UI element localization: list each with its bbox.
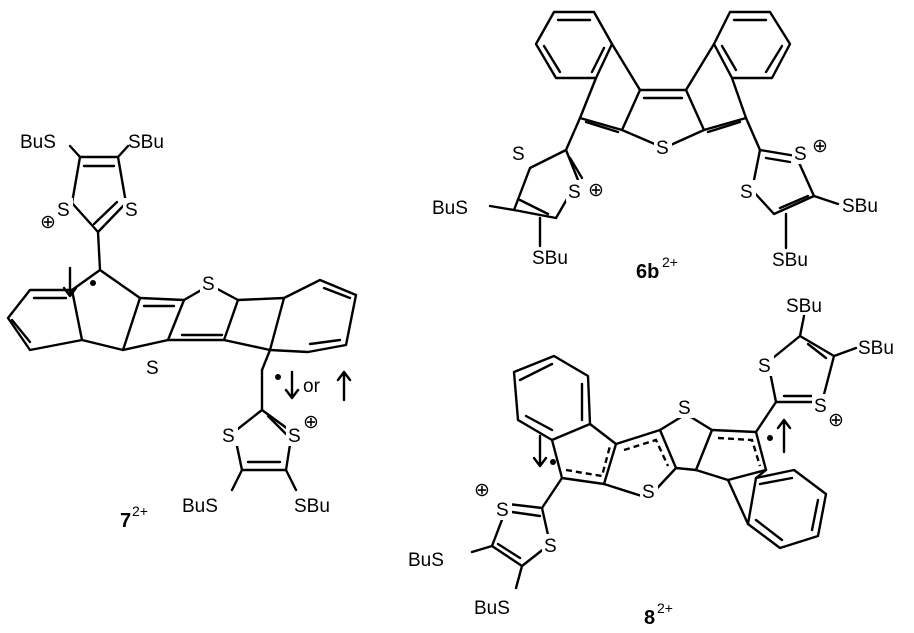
sulfur-atom: S bbox=[512, 144, 525, 165]
sulfur-atom: S bbox=[568, 182, 581, 203]
compound-label-8: 8 bbox=[644, 607, 655, 629]
butylthio-group: SBu bbox=[294, 496, 330, 517]
plus-charge: ⊕ bbox=[303, 412, 319, 433]
sulfur-atom: S bbox=[740, 182, 753, 203]
plus-charge: ⊕ bbox=[40, 212, 56, 233]
sulfur-atom: S bbox=[202, 274, 215, 295]
compound-charge-7: 2+ bbox=[132, 503, 148, 519]
sulfur-atom: S bbox=[544, 536, 557, 557]
sulfur-atom: S bbox=[794, 144, 807, 165]
butylthio-group: SBu bbox=[772, 250, 808, 271]
butylthio-group: BuS bbox=[408, 550, 444, 571]
plus-charge: ⊕ bbox=[588, 180, 604, 201]
compound-label-6b: 6b bbox=[636, 261, 659, 283]
or-label: or bbox=[303, 376, 321, 397]
sulfur-atom: S bbox=[57, 200, 70, 221]
butylthio-group: BuS bbox=[20, 132, 56, 153]
compound-7-structure: S S ⊕ BuS SBu S S or S S ⊕ BuS SBu 7 2+ bbox=[6, 132, 358, 532]
sulfur-atom: S bbox=[146, 358, 159, 379]
sulfur-atom: S bbox=[678, 398, 691, 419]
plus-charge: ⊕ bbox=[812, 136, 828, 157]
sulfur-atom: S bbox=[656, 138, 669, 159]
plus-charge: ⊕ bbox=[474, 480, 490, 501]
sulfur-atom: S bbox=[222, 426, 235, 447]
butylthio-group: SBu bbox=[842, 196, 878, 217]
sulfur-atom: S bbox=[642, 482, 655, 503]
plus-charge: ⊕ bbox=[828, 410, 844, 431]
butylthio-group: SBu bbox=[128, 132, 164, 153]
sulfur-atom: S bbox=[758, 356, 771, 377]
butylthio-group: SBu bbox=[532, 248, 568, 269]
compound-charge-6b: 2+ bbox=[662, 254, 678, 270]
butylthio-group: SBu bbox=[786, 296, 822, 317]
sulfur-atom: S bbox=[288, 426, 301, 447]
compound-8-structure: S S S S ⊕ SBu SBu ⊕ S S BuS BuS 8 2+ bbox=[408, 296, 894, 629]
butylthio-group: SBu bbox=[858, 338, 894, 359]
butylthio-group: BuS bbox=[474, 598, 510, 619]
butylthio-group: BuS bbox=[182, 496, 218, 517]
sulfur-atom: S bbox=[496, 500, 509, 521]
sulfur-atom: S bbox=[125, 200, 138, 221]
compound-charge-8: 2+ bbox=[657, 600, 673, 616]
compound-6b-structure: S S ⊕ BuS SBu S S ⊕ S SBu SBu 6b 2+ bbox=[432, 10, 878, 283]
compound-label-7: 7 bbox=[120, 510, 131, 532]
butylthio-group: BuS bbox=[432, 198, 468, 219]
sulfur-atom: S bbox=[814, 396, 827, 417]
